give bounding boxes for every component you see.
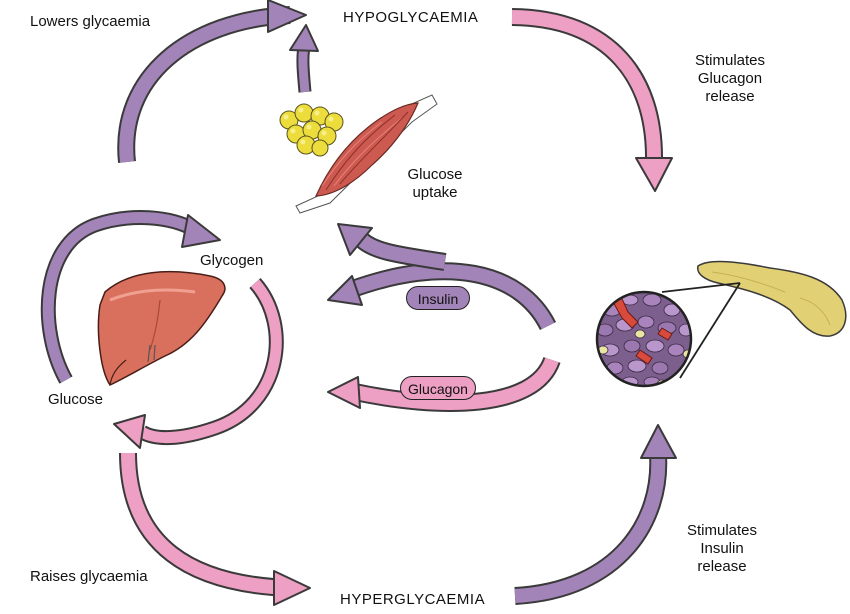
glucose-label: Glucose (48, 391, 104, 408)
stimulates-insulin-line-3: release (697, 558, 747, 575)
glucose-to-glycogen-arrow (40, 210, 221, 384)
stimulates-glucagon-label: Stimulates Glucagon release (680, 52, 780, 106)
glucose-uptake-line-2: uptake (412, 184, 458, 201)
hyperglycaemia-label: HYPERGLYCAEMIA (340, 591, 486, 608)
muscle-icon (295, 94, 438, 214)
raises-glycaemia-arrow (119, 452, 311, 606)
stimulates-glucagon-arrow (511, 8, 673, 192)
glycogen-to-glucose-arrow (113, 278, 284, 449)
stimulates-insulin-line-1: Stimulates (686, 522, 758, 539)
stimulates-insulin-arrow (514, 424, 677, 605)
lowers-glycaemia-arrow (117, 0, 307, 163)
glycogen-label: Glycogen (200, 252, 264, 269)
zoom-line-bottom (679, 282, 741, 379)
glucagon-pill: Glucagon (400, 376, 476, 400)
stimulates-glucagon-line-1: Stimulates (694, 52, 766, 69)
glucagon-arrow (327, 356, 561, 412)
lowers-glycaemia-label: Lowers glycaemia (30, 13, 151, 30)
glucose-uptake-label: Glucose uptake (400, 166, 470, 202)
pancreas-icon (697, 260, 847, 337)
fat-cells-icon (279, 103, 344, 157)
glucose-uptake-line-1: Glucose (407, 166, 463, 183)
insulin-pill: Insulin (406, 286, 470, 310)
pancreatic-islet-icon (595, 290, 693, 388)
fat-muscle-up-arrow (289, 24, 319, 93)
raises-glycaemia-label: Raises glycaemia (30, 568, 148, 585)
stimulates-insulin-label: Stimulates Insulin release (672, 522, 772, 576)
stimulates-glucagon-line-3: release (705, 88, 755, 105)
liver-icon (97, 270, 226, 386)
hypoglycaemia-label: HYPOGLYCAEMIA (343, 9, 479, 26)
insulin-arrow (327, 223, 557, 331)
stimulates-insulin-line-2: Insulin (700, 540, 744, 557)
zoom-line-top (661, 282, 741, 293)
stimulates-glucagon-line-2: Glucagon (697, 70, 763, 87)
